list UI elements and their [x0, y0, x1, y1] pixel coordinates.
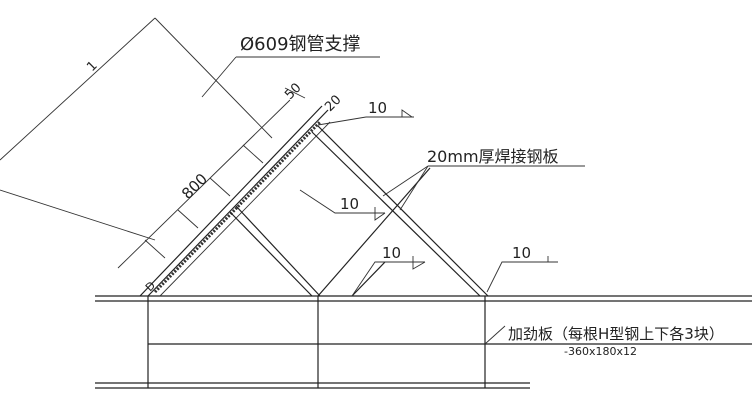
weld-size-lower: 10	[382, 244, 401, 262]
dim-1: 1	[84, 58, 100, 74]
braces	[229, 125, 489, 297]
dimension-lines	[0, 17, 306, 269]
h-beam	[95, 295, 752, 389]
pipe-support-label: Ø609钢管支撑	[240, 34, 361, 55]
weld-size-top: 10	[368, 99, 387, 117]
pipe-strut	[139, 105, 331, 297]
leader-lines	[201, 56, 585, 345]
dim-800: 800	[178, 170, 211, 203]
stiffener-label: 加劲板（每根H型钢上下各3块）	[508, 325, 724, 343]
weld-size-right: 10	[512, 244, 531, 262]
weld-size-mid: 10	[340, 195, 359, 213]
plate-label: 20mm厚焊接钢板	[427, 147, 559, 166]
dim-20: 20	[322, 93, 344, 115]
stiffener-size: -360x180x12	[564, 345, 637, 358]
dim-50: 50	[282, 81, 304, 103]
